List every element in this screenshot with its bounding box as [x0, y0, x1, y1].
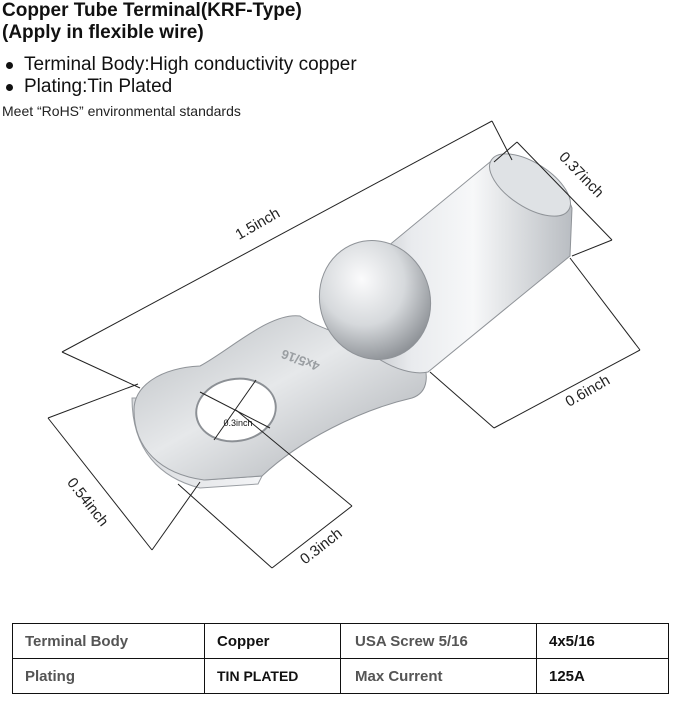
dimension-lines	[47, 120, 641, 569]
product-title: Copper Tube Terminal(KRF-Type) (Apply in…	[2, 0, 302, 44]
barrel-dome	[318, 240, 432, 360]
spec-table: Terminal Body Copper USA Screw 5/16 4x5/…	[12, 623, 669, 694]
table-row: Plating TIN PLATED Max Current 125A	[12, 658, 669, 694]
spec-label: USA Screw 5/16	[340, 623, 537, 659]
title-line-1: Copper Tube Terminal(KRF-Type)	[2, 0, 302, 21]
barrel-opening	[489, 153, 571, 217]
spec-value: 125A	[536, 658, 669, 694]
feature-list: Terminal Body:High conductivity copper P…	[4, 54, 357, 98]
spec-label: Plating	[12, 658, 205, 694]
title-line-2: (Apply in flexible wire)	[2, 22, 204, 43]
dim-hole-diameter-label: 0.3inch	[223, 418, 252, 428]
terminal-tongue	[133, 315, 427, 481]
spec-value: TIN PLATED	[204, 658, 341, 694]
spec-label: Max Current	[340, 658, 537, 694]
bullet-icon	[6, 62, 13, 69]
terminal-diagram: 4x5/16 1.5inch 0.37inch 0.6inch 0.54inch…	[47, 120, 641, 569]
feature-item: Terminal Body:High conductivity copper	[4, 54, 357, 76]
table-row: Terminal Body Copper USA Screw 5/16 4x5/…	[12, 623, 669, 659]
rohs-note: Meet “RoHS” environmental standards	[2, 103, 241, 119]
spec-label: Terminal Body	[12, 623, 205, 659]
dim-tongue-width-label: 0.54inch	[63, 475, 111, 530]
bullet-icon	[6, 84, 13, 91]
spec-value: 4x5/16	[536, 623, 669, 659]
feature-item: Plating:Tin Plated	[4, 76, 357, 98]
dim-tongue-to-hole-label: 0.3inch	[297, 525, 346, 568]
spec-value: Copper	[204, 623, 341, 659]
